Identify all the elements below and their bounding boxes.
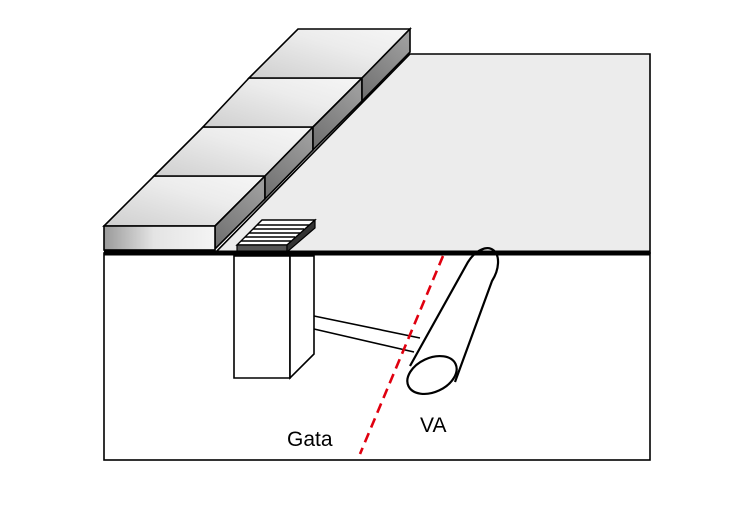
ground-section — [103, 252, 651, 461]
gully-pot — [233, 255, 315, 380]
main-pipe — [406, 247, 500, 396]
curb-stone-front — [103, 225, 216, 251]
label-gata: Gata — [287, 428, 333, 451]
connection-pipe — [313, 315, 421, 353]
label-va: VA — [420, 414, 446, 437]
curb-stone-side — [361, 27, 411, 103]
curb-stones — [102, 27, 412, 251]
street-boundary-line — [358, 255, 445, 455]
drain-grate — [235, 218, 317, 254]
